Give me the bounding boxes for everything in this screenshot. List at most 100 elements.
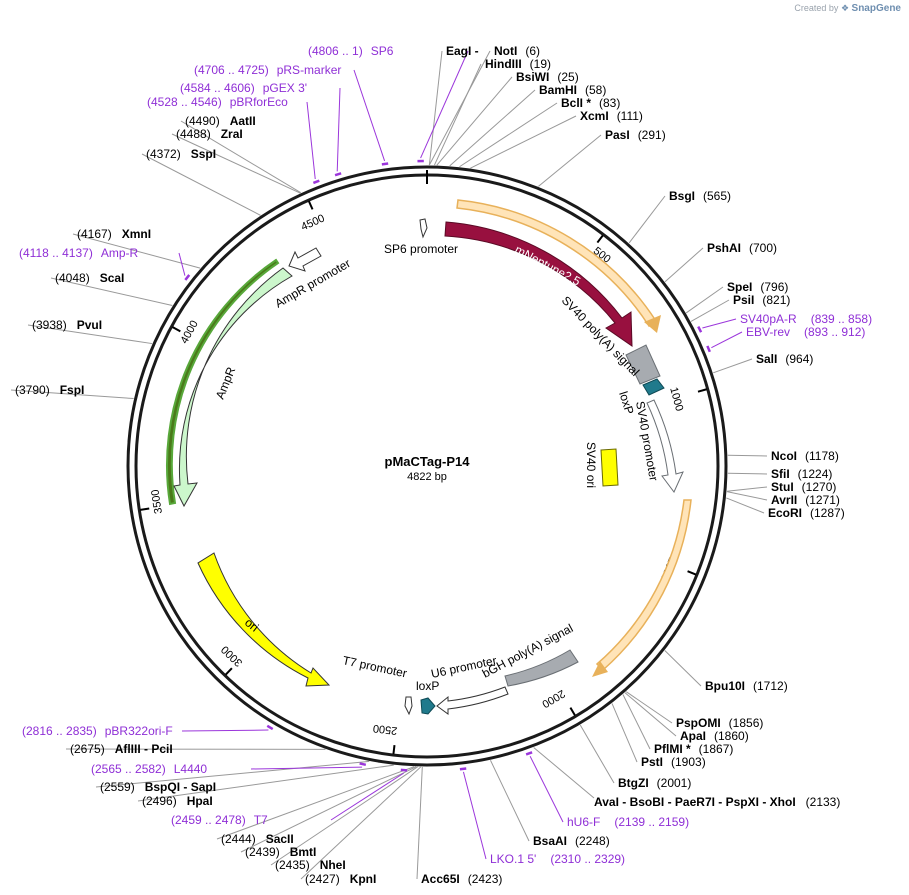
site-position: (2559)	[100, 780, 135, 794]
leader-line	[624, 692, 677, 737]
plasmid-size: 4822 bp	[407, 471, 447, 483]
primer-range: (4584 .. 4606)	[180, 81, 255, 95]
site-label: (4048) ScaI	[55, 271, 124, 285]
primer-leader-line	[336, 87, 341, 172]
leader-line	[727, 454, 768, 457]
site-label: (2439)BmtI	[245, 845, 316, 859]
site-label: XcmI (111)	[580, 109, 643, 123]
primer-range: (839 .. 858)	[811, 312, 872, 326]
site-name: ScaI	[100, 271, 125, 285]
site-label: (4167)XmnI	[77, 227, 151, 241]
primer-label: SV40pA-R(839 .. 858)	[740, 312, 872, 326]
tick-label: 2500	[372, 722, 398, 737]
leader-line	[436, 76, 513, 166]
tick-label: 4000	[178, 319, 200, 346]
site-name: BtgZI	[618, 776, 649, 790]
site-name-extra: PciI	[151, 742, 172, 756]
site-name: PshAI	[707, 241, 741, 255]
site-position: (2001)	[657, 776, 692, 790]
feature-label-sv40-ori: SV40 ori	[584, 442, 598, 488]
site-position: (1287)	[810, 506, 845, 520]
site-position: (83)	[599, 96, 620, 110]
feature-bgh-polya	[504, 649, 579, 687]
leader-line	[533, 747, 595, 799]
leader-line	[489, 760, 530, 842]
leader-line	[137, 764, 394, 802]
primer-leader-line	[178, 252, 186, 276]
site-name: EcoRI	[768, 506, 802, 520]
leader-line	[727, 472, 768, 475]
site-name: PvuI	[77, 318, 102, 332]
site-label: NotI(6)	[494, 44, 540, 58]
site-position: (1712)	[753, 679, 788, 693]
site-position: (111)	[617, 109, 643, 123]
site-name: PsiI	[733, 293, 754, 307]
site-name: Bpu10I	[705, 679, 745, 693]
site-position: (821)	[762, 293, 790, 307]
site-position: (1856)	[729, 716, 764, 730]
primer-label: (4806 .. 1)SP6	[308, 44, 394, 58]
primer-mark	[266, 724, 274, 731]
leader-line	[270, 766, 418, 866]
primer-range: (893 .. 912)	[804, 325, 865, 339]
site-position: (565)	[703, 189, 731, 203]
leader-line	[180, 120, 302, 194]
site-position: (964)	[785, 352, 813, 366]
feature-label-sp6-promoter: SP6 promoter	[384, 242, 458, 256]
site-name: SspI	[191, 147, 216, 161]
primer-name: EBV-rev	[746, 325, 790, 339]
primer-leader-line	[181, 729, 269, 732]
site-label: (3790)FspI	[15, 383, 84, 397]
leader-line	[628, 195, 666, 244]
site-name: XcmI	[580, 109, 609, 123]
site-position: (796)	[760, 280, 788, 294]
primer-label: LKO.1 5'(2310 .. 2329)	[490, 852, 625, 866]
primer-label: EBV-rev (893 .. 912)	[746, 325, 865, 339]
site-name: BspQI	[145, 780, 180, 794]
tick-label: 3500	[149, 489, 165, 515]
site-position: (2435)	[275, 858, 310, 872]
site-name: Acc65I	[421, 872, 460, 886]
leader-line	[622, 694, 651, 750]
site-position: (2423)	[468, 872, 503, 886]
site-label: BsiWI(25)	[516, 70, 579, 84]
site-name: HindIII	[485, 57, 522, 71]
leader-line	[449, 89, 536, 167]
primer-mark	[697, 325, 703, 333]
site-name: PstI	[641, 755, 663, 769]
site-name: BclI *	[561, 96, 591, 110]
feature-ampr-promoter	[288, 247, 322, 272]
leader-line	[300, 766, 422, 880]
site-name: AflIII	[115, 742, 141, 756]
feature-mneptune	[444, 221, 633, 347]
site-name: ZraI	[221, 127, 243, 141]
feature-ori	[197, 552, 331, 687]
site-separator: -	[141, 742, 152, 756]
site-label: BsaAI(2248)	[533, 834, 610, 848]
tick-mark	[307, 200, 314, 210]
leader-line	[726, 486, 768, 492]
leader-line	[10, 389, 134, 400]
leader-line	[726, 491, 768, 501]
feature-label-loxp-upper: loxP	[616, 390, 637, 417]
leader-line	[27, 324, 153, 345]
site-name: SalI	[756, 352, 777, 366]
primer-leader-line	[250, 766, 363, 770]
site-position: (58)	[585, 83, 606, 97]
site-name: PaeR7I	[675, 795, 715, 809]
tick-mark	[596, 234, 604, 244]
plasmid-name: pMaCTag-P14	[385, 454, 471, 469]
site-label: AvrII(1271)	[771, 493, 840, 507]
primer-label: (2459 .. 2478)T7	[171, 813, 268, 827]
primer-label: (4584 .. 4606)pGEX 3'	[180, 81, 307, 95]
feature-sv40-promoter	[646, 399, 684, 493]
feature-sp6-promoter	[419, 218, 428, 239]
primer-leader-line	[529, 756, 564, 823]
site-separator: -	[664, 795, 675, 809]
tick-mark	[569, 707, 576, 716]
leader-line	[50, 277, 173, 307]
site-label: (4488)ZraI	[176, 127, 243, 141]
site-position: (1271)	[805, 493, 840, 507]
leader-line	[240, 766, 417, 853]
site-position: (4048)	[55, 271, 90, 285]
